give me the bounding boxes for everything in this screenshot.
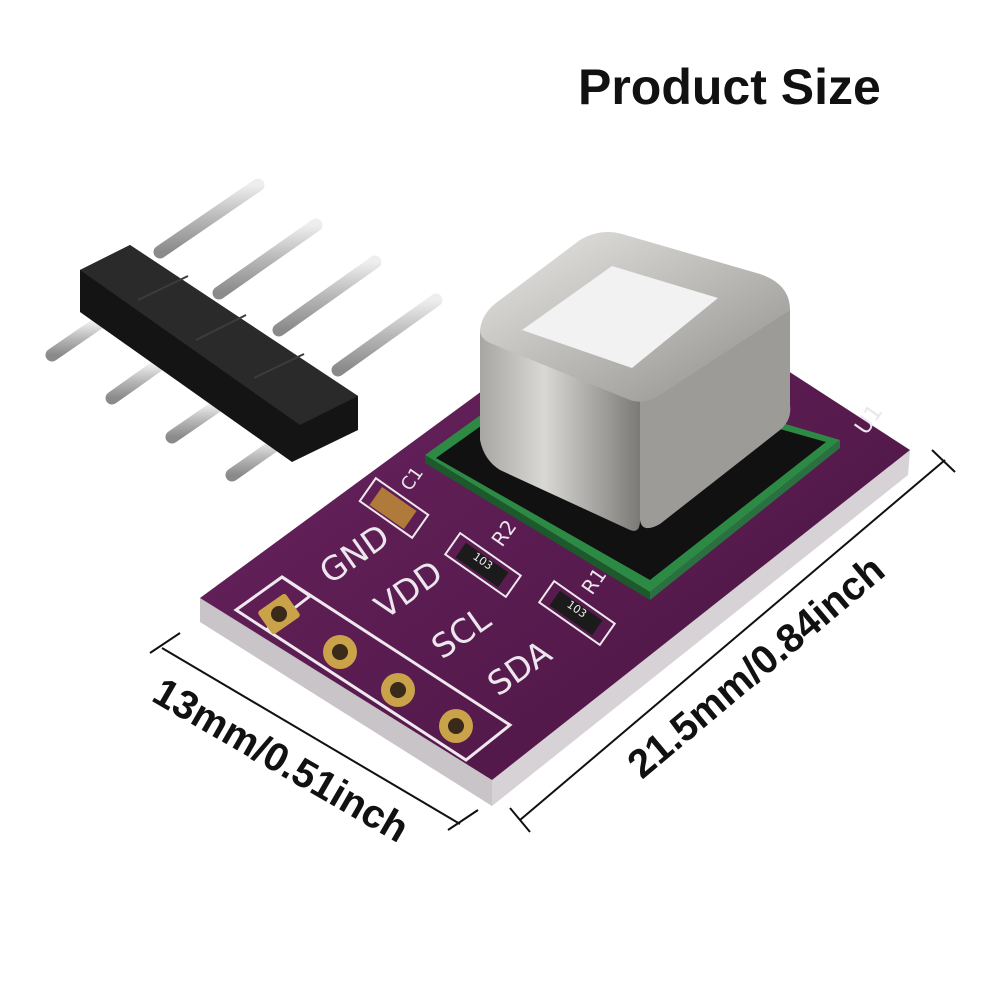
header-pin-short (165, 397, 227, 444)
pad-vdd (323, 635, 357, 669)
pin-outline (233, 575, 513, 762)
pin-pads (258, 593, 473, 743)
pad-gnd (258, 593, 300, 635)
header-pin-long (153, 178, 265, 259)
header-pin-long (212, 218, 323, 300)
header-pin-short (105, 357, 167, 405)
pad-sda (439, 709, 473, 743)
pcb-board: GND VDD SCL SDA C1 103 R2 103 R1 U1 (200, 232, 910, 806)
header-pin-long (331, 293, 443, 377)
pad-scl (381, 673, 415, 707)
sensor-window (522, 266, 718, 368)
header-pin-long (272, 255, 382, 337)
pin-header (45, 178, 443, 482)
header-pin-short (45, 315, 107, 362)
product-size-title: Product Size (578, 59, 881, 115)
sensor-module (480, 232, 791, 531)
